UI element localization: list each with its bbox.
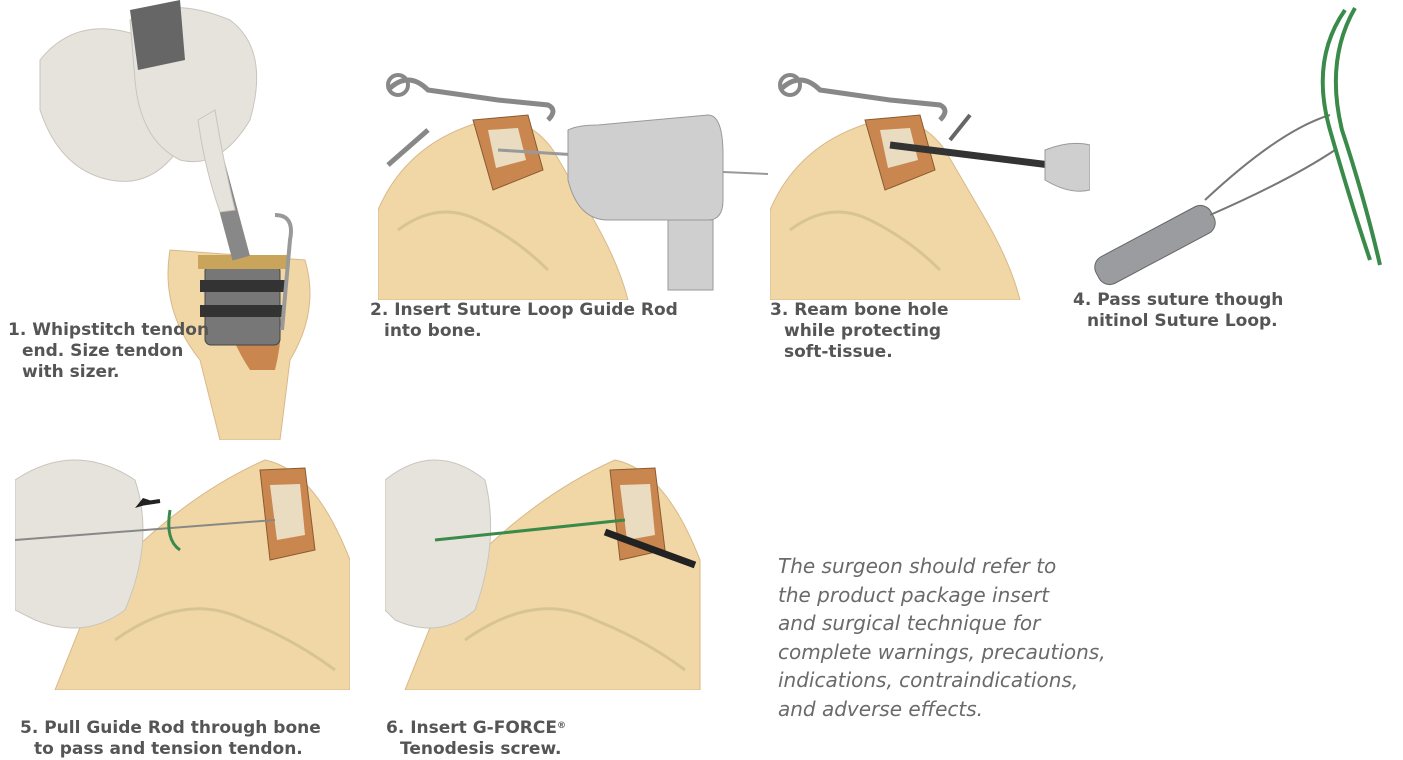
illustration-step-5 bbox=[15, 440, 350, 690]
illustration-step-6 bbox=[385, 440, 705, 690]
step-1-caption: 1. Whipstitch tendon end. Size tendon wi… bbox=[8, 320, 209, 383]
step-3-caption: 3. Ream bone hole while protecting soft-… bbox=[770, 300, 948, 363]
registered-mark: ® bbox=[557, 721, 566, 731]
disclaimer-line: The surgeon should refer to bbox=[778, 552, 1198, 581]
disclaimer-line: the product package insert bbox=[778, 581, 1198, 610]
step-6-caption: 6. Insert G-FORCE® Tenodesis screw. bbox=[386, 718, 566, 760]
illustration-step-3 bbox=[770, 60, 1090, 300]
disclaimer-line: and surgical technique for bbox=[778, 609, 1198, 638]
illustration-step-4 bbox=[1080, 0, 1403, 290]
step-4-caption: 4. Pass suture though nitinol Suture Loo… bbox=[1073, 290, 1283, 332]
step-5-caption: 5. Pull Guide Rod through bone to pass a… bbox=[20, 718, 321, 760]
disclaimer-line: complete warnings, precautions, bbox=[778, 638, 1198, 667]
step-2-caption: 2. Insert Suture Loop Guide Rod into bon… bbox=[370, 300, 678, 342]
disclaimer-line: and adverse effects. bbox=[778, 695, 1198, 724]
disclaimer-line: indications, contraindications, bbox=[778, 666, 1198, 695]
disclaimer-text: The surgeon should refer to the product … bbox=[778, 552, 1198, 723]
illustration-step-2 bbox=[378, 60, 768, 300]
